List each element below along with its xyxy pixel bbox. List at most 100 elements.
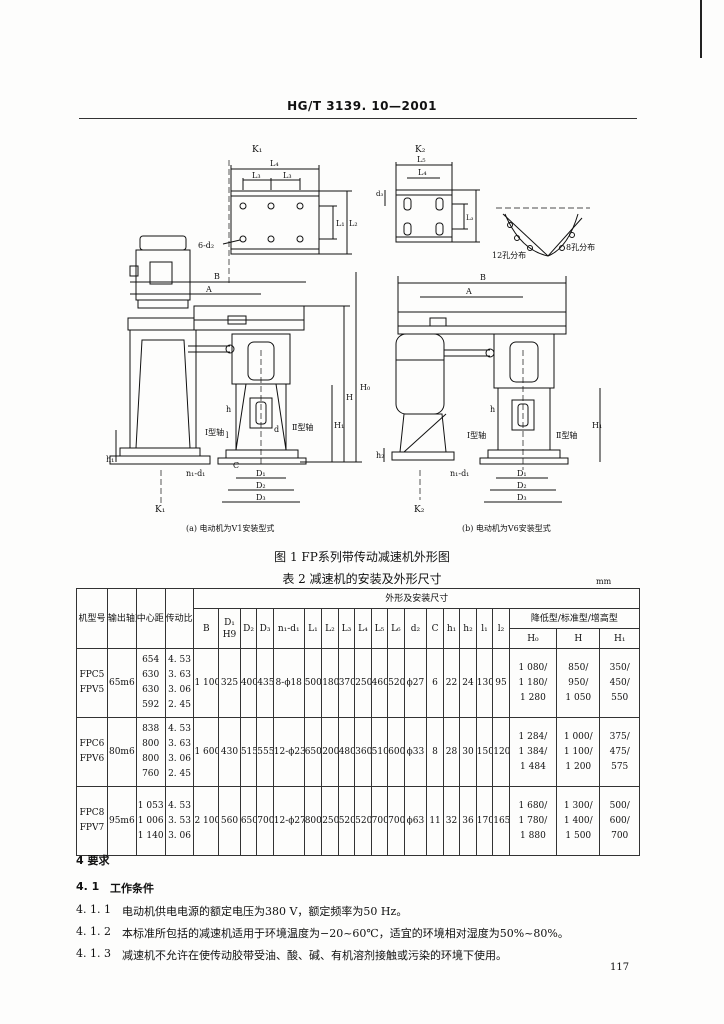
cell-H1: 350/ 450/ 550 [599, 648, 640, 718]
label-l4b: L₄ [418, 168, 427, 177]
label-D3b: D₃ [517, 493, 527, 502]
k1-base-plate [230, 190, 320, 255]
cell-A: 1 053 1 006 1 140 [135, 786, 166, 856]
label-6d2: 6-d₂ [198, 241, 214, 250]
cell-D2: 400 [239, 648, 258, 718]
label-D2: D₂ [256, 481, 266, 490]
col-C: C [426, 608, 444, 649]
cell-H1: 375/ 475/ 575 [599, 717, 640, 787]
cell-H: 1 300/ 1 400/ 1 500 [556, 786, 601, 856]
label-D1: D₁ [256, 469, 266, 478]
cell-A: 838 800 800 760 [135, 717, 166, 787]
cell-l2: 120 [492, 717, 510, 787]
subcaption-b: (b) 电动机为V6安装型式 [462, 524, 551, 533]
label-k1: K₁ [252, 145, 262, 155]
cell-L1: 500 [303, 648, 323, 718]
label-l5: L₅ [417, 155, 426, 164]
label-A: A [205, 285, 212, 294]
col-D1-tol: H9 [222, 629, 237, 640]
cell-L3: 480 [337, 717, 356, 787]
cell-l1: 130 [475, 648, 494, 718]
cell-L6: 600 [387, 717, 405, 787]
label-12-holes: 12孔分布 [492, 250, 526, 260]
cell-d: 80m6 [106, 717, 137, 787]
cell-D2: 515 [239, 717, 258, 787]
label-shaft-2: Ⅱ型轴 [292, 422, 313, 432]
label-d: d [274, 425, 279, 434]
label-D1b: D₁ [517, 469, 527, 478]
cell-h1: 32 [442, 786, 461, 856]
cell-l2: 165 [492, 786, 510, 856]
col-l1: l₁ [475, 608, 494, 649]
cell-L5: 510 [370, 717, 389, 787]
col-L6: L₆ [387, 608, 405, 649]
col-ratio: 传动比 i [164, 588, 195, 649]
col-L5: L₅ [370, 608, 389, 649]
cell-L4: 360 [354, 717, 372, 787]
item-number: 4. 1. 2 [76, 925, 111, 938]
col-L1: L₁ [303, 608, 323, 649]
col-model: 机型号 [76, 588, 108, 649]
plan-view-k1 [222, 160, 352, 286]
col-D1-label: D₁ [224, 617, 235, 628]
subcaption-a: (a) 电动机为V1安装型式 [186, 524, 275, 533]
scan-edge-mark [700, 0, 702, 58]
cell-D1: 430 [218, 717, 241, 787]
cell-L3: 370 [337, 648, 356, 718]
elevation-v6 [383, 276, 601, 503]
col-D2: D₂ [239, 608, 258, 649]
item-text: 电动机供电电源的额定电压为380 V，额定频率为50 Hz。 [122, 905, 408, 918]
cell-d2: ϕ27 [403, 648, 428, 718]
item-number: 4. 1. 1 [76, 903, 111, 916]
cell-l1: 170 [475, 786, 494, 856]
col-h2: h₂ [459, 608, 477, 649]
label-H0: H₀ [360, 383, 370, 392]
cell-h1: 28 [442, 717, 461, 787]
item-text: 本标准所包括的减速机适用于环境温度为−20~60℃，适宜的环境相对湿度为50%~… [122, 927, 569, 940]
cell-h2: 36 [459, 786, 477, 856]
label-l: l [226, 431, 229, 440]
cell-H0: 1 080/ 1 180/ 1 280 [508, 648, 558, 718]
col-H0: H₀ [508, 628, 558, 649]
cell-L4: 520 [354, 786, 372, 856]
label-B2: B [480, 273, 486, 282]
cell-H: 850/ 950/ 1 050 [556, 648, 601, 718]
cell-d: 95m6 [106, 786, 137, 856]
label-k2-bottom: K₂ [414, 505, 425, 515]
header-rule [79, 118, 637, 119]
label-l3: L₃ [252, 171, 261, 180]
col-l2: l₂ [492, 608, 510, 649]
cell-L6: 520 [387, 648, 405, 718]
cell-i: 4. 53 3. 63 3. 06 2. 45 [164, 717, 195, 787]
cell-h1: 22 [442, 648, 461, 718]
cell-H0: 1 680/ 1 780/ 1 880 [508, 786, 558, 856]
label-shaft-1b: Ⅰ型轴 [467, 430, 486, 440]
cell-d2: ϕ33 [403, 717, 428, 787]
standard-number: HG/T 3139. 10—2001 [287, 99, 437, 113]
label-l2: L₂ [349, 219, 358, 228]
col-H1: H₁ [599, 628, 640, 649]
col-h1: h₁ [442, 608, 461, 649]
cell-i: 4. 53 3. 63 3. 06 2. 45 [164, 648, 195, 718]
page-number: 117 [610, 962, 630, 973]
label-l4: L₄ [270, 159, 279, 168]
label-h2: h₂ [376, 451, 384, 460]
cell-B: 1 100 [193, 648, 220, 718]
label-h-small: h [226, 405, 231, 414]
cell-D2: 650 [239, 786, 258, 856]
col-center: 中心距 A [135, 588, 166, 649]
cell-L5: 700 [370, 786, 389, 856]
label-C: C [233, 461, 239, 470]
label-k1-bottom: K₁ [155, 505, 165, 515]
label-D3: D₃ [256, 493, 266, 502]
plan-view-k2 [384, 162, 480, 243]
outline-drawing: K₁ L₄ L₃ L₃ L₁ L₂ 6-d₂ K₂ L₅ L₄ d₃ L₃ 12… [106, 145, 602, 515]
cell-D1: 325 [218, 648, 241, 718]
col-H: H [556, 628, 601, 649]
